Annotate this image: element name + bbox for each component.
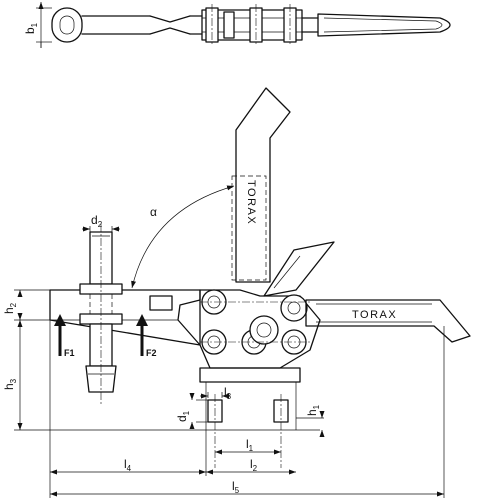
h1-label: h1: [305, 404, 321, 416]
b1-label: b1: [23, 22, 39, 34]
top-view: b1: [23, 1, 451, 48]
l3-label: l3: [224, 385, 232, 401]
l4-label: l4: [124, 457, 132, 473]
d1-label: d1: [175, 410, 191, 422]
f1-label: F1: [64, 348, 75, 358]
brand-label-vertical: TORAX: [245, 180, 257, 225]
d2-label: d2: [91, 213, 103, 229]
h3-label: h3: [2, 378, 18, 390]
side-view: d2 F1 F2 h2 h3 α TORAX: [2, 87, 471, 498]
l2-label: l2: [250, 457, 258, 473]
brand-label-horizontal: TORAX: [352, 309, 397, 321]
h2-label: h2: [2, 302, 18, 314]
alpha-label: α: [150, 205, 157, 219]
f2-label: F2: [146, 348, 157, 358]
l1-label: l1: [246, 437, 254, 453]
l5-label: l5: [232, 479, 240, 495]
